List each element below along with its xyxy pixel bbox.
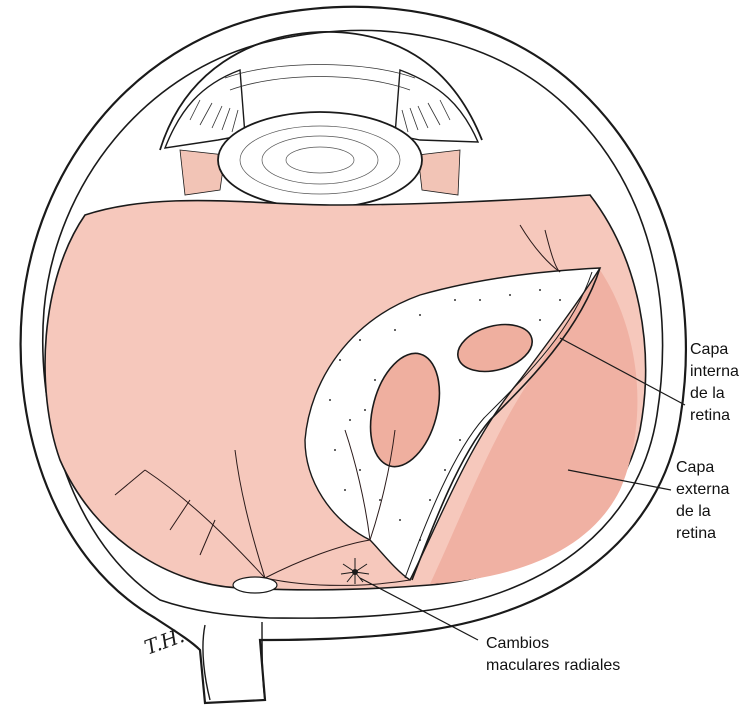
macula-center — [352, 569, 358, 575]
optic-disc — [233, 577, 277, 593]
lens — [218, 112, 422, 208]
label-inner-retina-line-2: interna — [690, 361, 739, 383]
label-macular-changes: Cambios maculares radiales — [486, 633, 620, 677]
label-outer-retina-line-1: Capa — [676, 457, 729, 479]
label-macular-changes-line-2: maculares radiales — [486, 655, 620, 677]
label-outer-retina-line-3: de la — [676, 501, 729, 523]
label-outer-retina-line-2: externa — [676, 479, 729, 501]
label-macular-changes-line-1: Cambios — [486, 633, 620, 655]
label-inner-retina-line-1: Capa — [690, 339, 739, 361]
zonule-right — [418, 150, 460, 195]
label-inner-retina: Capa interna de la retina — [690, 339, 739, 427]
label-inner-retina-line-4: retina — [690, 405, 739, 427]
label-outer-retina: Capa externa de la retina — [676, 457, 729, 545]
label-outer-retina-line-4: retina — [676, 523, 729, 545]
label-inner-retina-line-3: de la — [690, 383, 739, 405]
signature: T.H. — [141, 623, 187, 659]
